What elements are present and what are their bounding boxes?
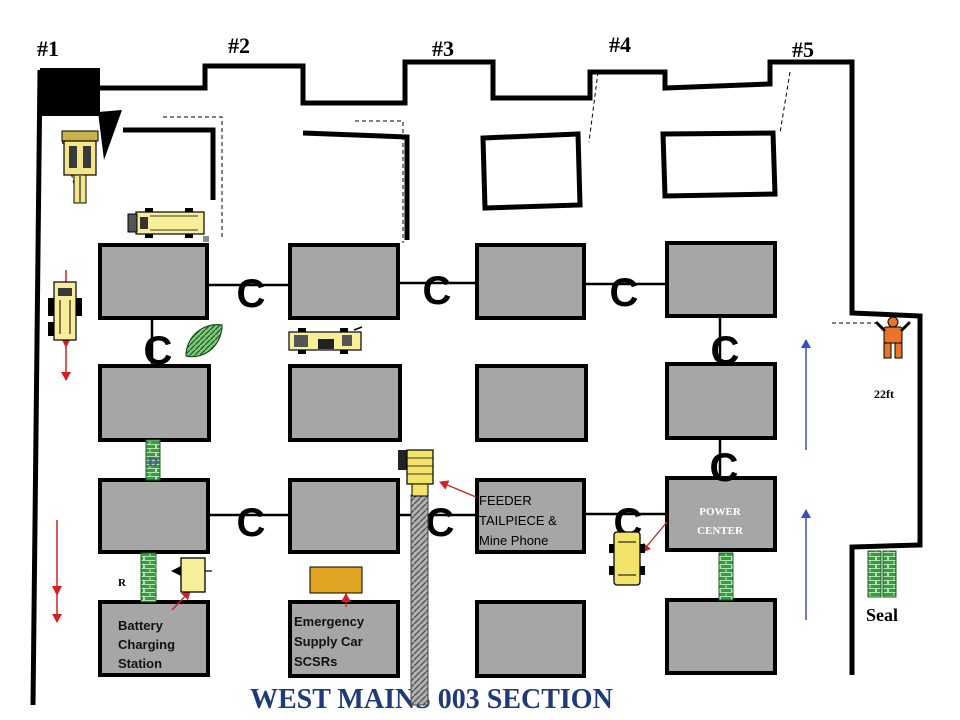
dashed-line [588,71,599,143]
curtain-label: C [144,329,173,373]
belt-conveyor-icon [410,494,429,706]
pillar [98,364,211,442]
distance-label: 22ft [874,387,894,401]
pillar [288,364,402,442]
pillar [665,241,777,318]
entry-1-curtain-block [40,68,100,116]
emergency-label-line-3: SCSRs [294,654,337,669]
miner-person-icon [875,316,911,359]
pillar [475,364,588,442]
curtain-label: C [423,269,452,313]
entry-label-3: #3 [432,36,454,61]
battery-charger-icon [171,557,212,593]
brattice-curtain [98,110,122,160]
pillar [665,598,777,675]
stopping-r-label: R [118,577,127,589]
stopping-brick-icon [140,552,157,603]
partial-pillar-4-5 [660,130,778,199]
pillar-power-center [665,476,777,552]
entry-label-1: #1 [37,36,59,61]
battery-label-line-2: Charging [118,637,175,652]
entry-label-2: #2 [228,33,250,58]
feeder-label-line-3: Mine Phone [479,533,548,548]
seal-brick-icon [882,550,897,598]
feeder-label-line-1: FEEDER [479,493,532,508]
seal-label: Seal [866,605,898,625]
seal-brick-icon [867,550,882,598]
pillar-battery-charging [98,600,210,677]
dashed-line [163,116,223,240]
roof-bolter-icon [288,326,363,354]
pillar [288,243,400,320]
battery-label-line-3: Station [118,656,162,671]
power-center-label-line-2: CENTER [697,525,744,537]
pillar-feeder-tailpiece [475,478,586,554]
battery-callout-arrow [171,590,191,611]
pillar-emergency-supply [288,600,400,678]
stopping-brick-icon [145,439,161,481]
section-title: WEST MAINS 003 SECTION [250,684,613,715]
shuttle-car-icon [127,208,205,238]
scoop-icon [48,281,82,341]
dashed-line [355,120,404,243]
curtain-label: C [710,446,739,490]
pillar [475,600,586,678]
top-rib-wall [100,59,923,675]
marker-square [203,236,209,242]
feeder-label-line-2: TAILPIECE & [479,513,557,528]
curtain-label: C [237,272,266,316]
pillar [475,243,586,320]
rock-dust-icon [185,324,223,358]
entry-label-5: #5 [792,37,814,62]
dashed-line [779,71,791,134]
red-arrowhead-icon [52,586,62,596]
pillar [288,478,400,554]
partial-pillar-2-3 [302,130,410,240]
partial-pillar-3-4 [480,131,583,211]
stopping-brick-icon [718,552,734,601]
feeder-icon [398,449,434,497]
curtain-label: C [426,501,455,545]
supply-car-icon [309,566,363,594]
pillar [98,478,210,554]
emergency-label-line-1: Emergency [294,614,365,629]
left-rib-wall [30,69,43,706]
continuous-miner-icon [61,130,99,204]
entry-label-4: #4 [609,32,631,57]
power-callout-arrow [641,521,668,553]
curtain-label: C [711,329,740,373]
partial-pillar-1-2 [123,127,216,200]
power-center-label-line-1: POWER [699,506,742,518]
emergency-label-line-2: Supply Car [294,634,363,649]
battery-label-line-1: Battery [118,618,164,633]
feeder-callout-arrow [439,480,477,498]
battery-scoop-icon [609,531,645,586]
pillar [98,243,209,320]
pillar [665,362,777,440]
curtain-label: C [610,271,639,315]
curtain-label: C [237,501,266,545]
stopping-d-label: D [148,455,158,470]
